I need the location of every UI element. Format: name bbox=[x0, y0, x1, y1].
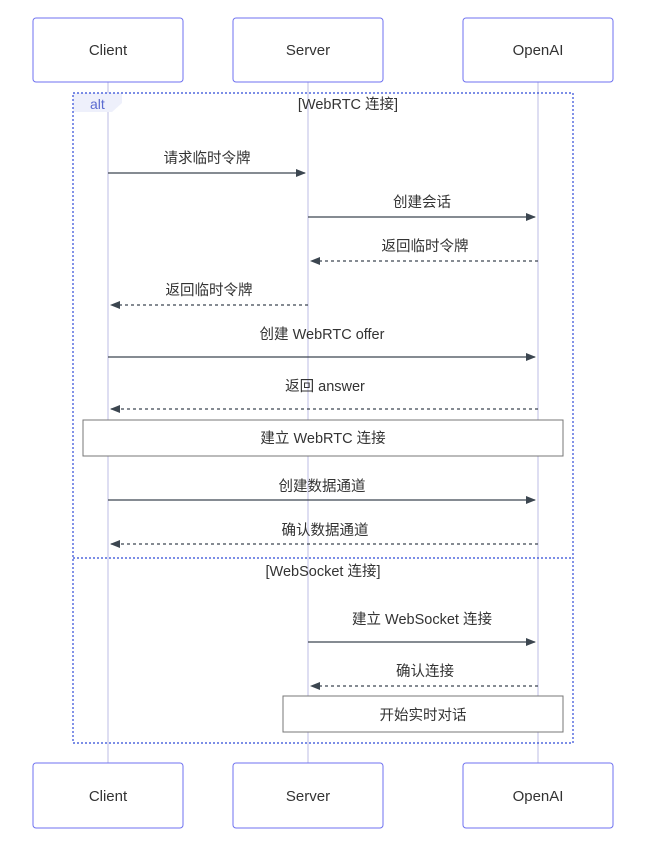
message-label: 确认数据通道 bbox=[282, 522, 369, 539]
message-return-answer: 返回 answer bbox=[110, 378, 538, 413]
message-request-token: 请求临时令牌 bbox=[108, 150, 306, 177]
message-label: 创建 WebRTC offer bbox=[260, 326, 385, 343]
message-confirm-data-channel: 确认数据通道 bbox=[110, 522, 538, 548]
participant-server-top: Server bbox=[232, 17, 384, 83]
message-create-session: 创建会话 bbox=[308, 194, 536, 221]
participant-label: OpenAI bbox=[513, 42, 564, 59]
participant-label: Server bbox=[286, 42, 330, 59]
message-label: 返回 answer bbox=[285, 378, 365, 395]
participant-server-bottom: Server bbox=[232, 762, 384, 829]
note-webrtc-connection: 建立 WebRTC 连接 bbox=[82, 419, 564, 457]
message-establish-websocket: 建立 WebSocket 连接 bbox=[308, 611, 536, 646]
message-label: 创建会话 bbox=[393, 194, 451, 211]
alt-frame: alt [WebRTC 连接] [WebSocket 连接] bbox=[72, 92, 574, 744]
participant-label: Client bbox=[89, 42, 128, 59]
alt-condition-websocket: [WebSocket 连接] bbox=[266, 563, 381, 580]
participant-openai-bottom: OpenAI bbox=[462, 762, 614, 829]
message-confirm-connection: 确认连接 bbox=[310, 663, 538, 690]
participant-label: Server bbox=[286, 788, 330, 805]
participant-client-bottom: Client bbox=[32, 762, 184, 829]
participant-client-top: Client bbox=[32, 17, 184, 83]
alt-condition-webrtc: [WebRTC 连接] bbox=[298, 96, 398, 113]
message-label: 确认连接 bbox=[396, 663, 454, 680]
note-label: 开始实时对话 bbox=[380, 707, 467, 724]
alt-tab bbox=[73, 93, 122, 112]
message-return-token-to-server: 返回临时令牌 bbox=[310, 238, 538, 265]
message-label: 请求临时令牌 bbox=[164, 150, 251, 167]
message-label: 创建数据通道 bbox=[279, 478, 366, 495]
note-label: 建立 WebRTC 连接 bbox=[260, 430, 385, 447]
message-label: 返回临时令牌 bbox=[382, 238, 469, 255]
message-return-token-to-client: 返回临时令牌 bbox=[110, 282, 308, 309]
message-label: 返回临时令牌 bbox=[166, 282, 253, 299]
message-create-data-channel: 创建数据通道 bbox=[108, 478, 536, 504]
message-create-webrtc-offer: 创建 WebRTC offer bbox=[108, 326, 536, 361]
note-realtime-conversation: 开始实时对话 bbox=[282, 695, 564, 733]
participant-label: OpenAI bbox=[513, 788, 564, 805]
participant-openai-top: OpenAI bbox=[462, 17, 614, 83]
alt-label: alt bbox=[90, 96, 105, 112]
message-label: 建立 WebSocket 连接 bbox=[352, 611, 492, 628]
participant-label: Client bbox=[89, 788, 128, 805]
